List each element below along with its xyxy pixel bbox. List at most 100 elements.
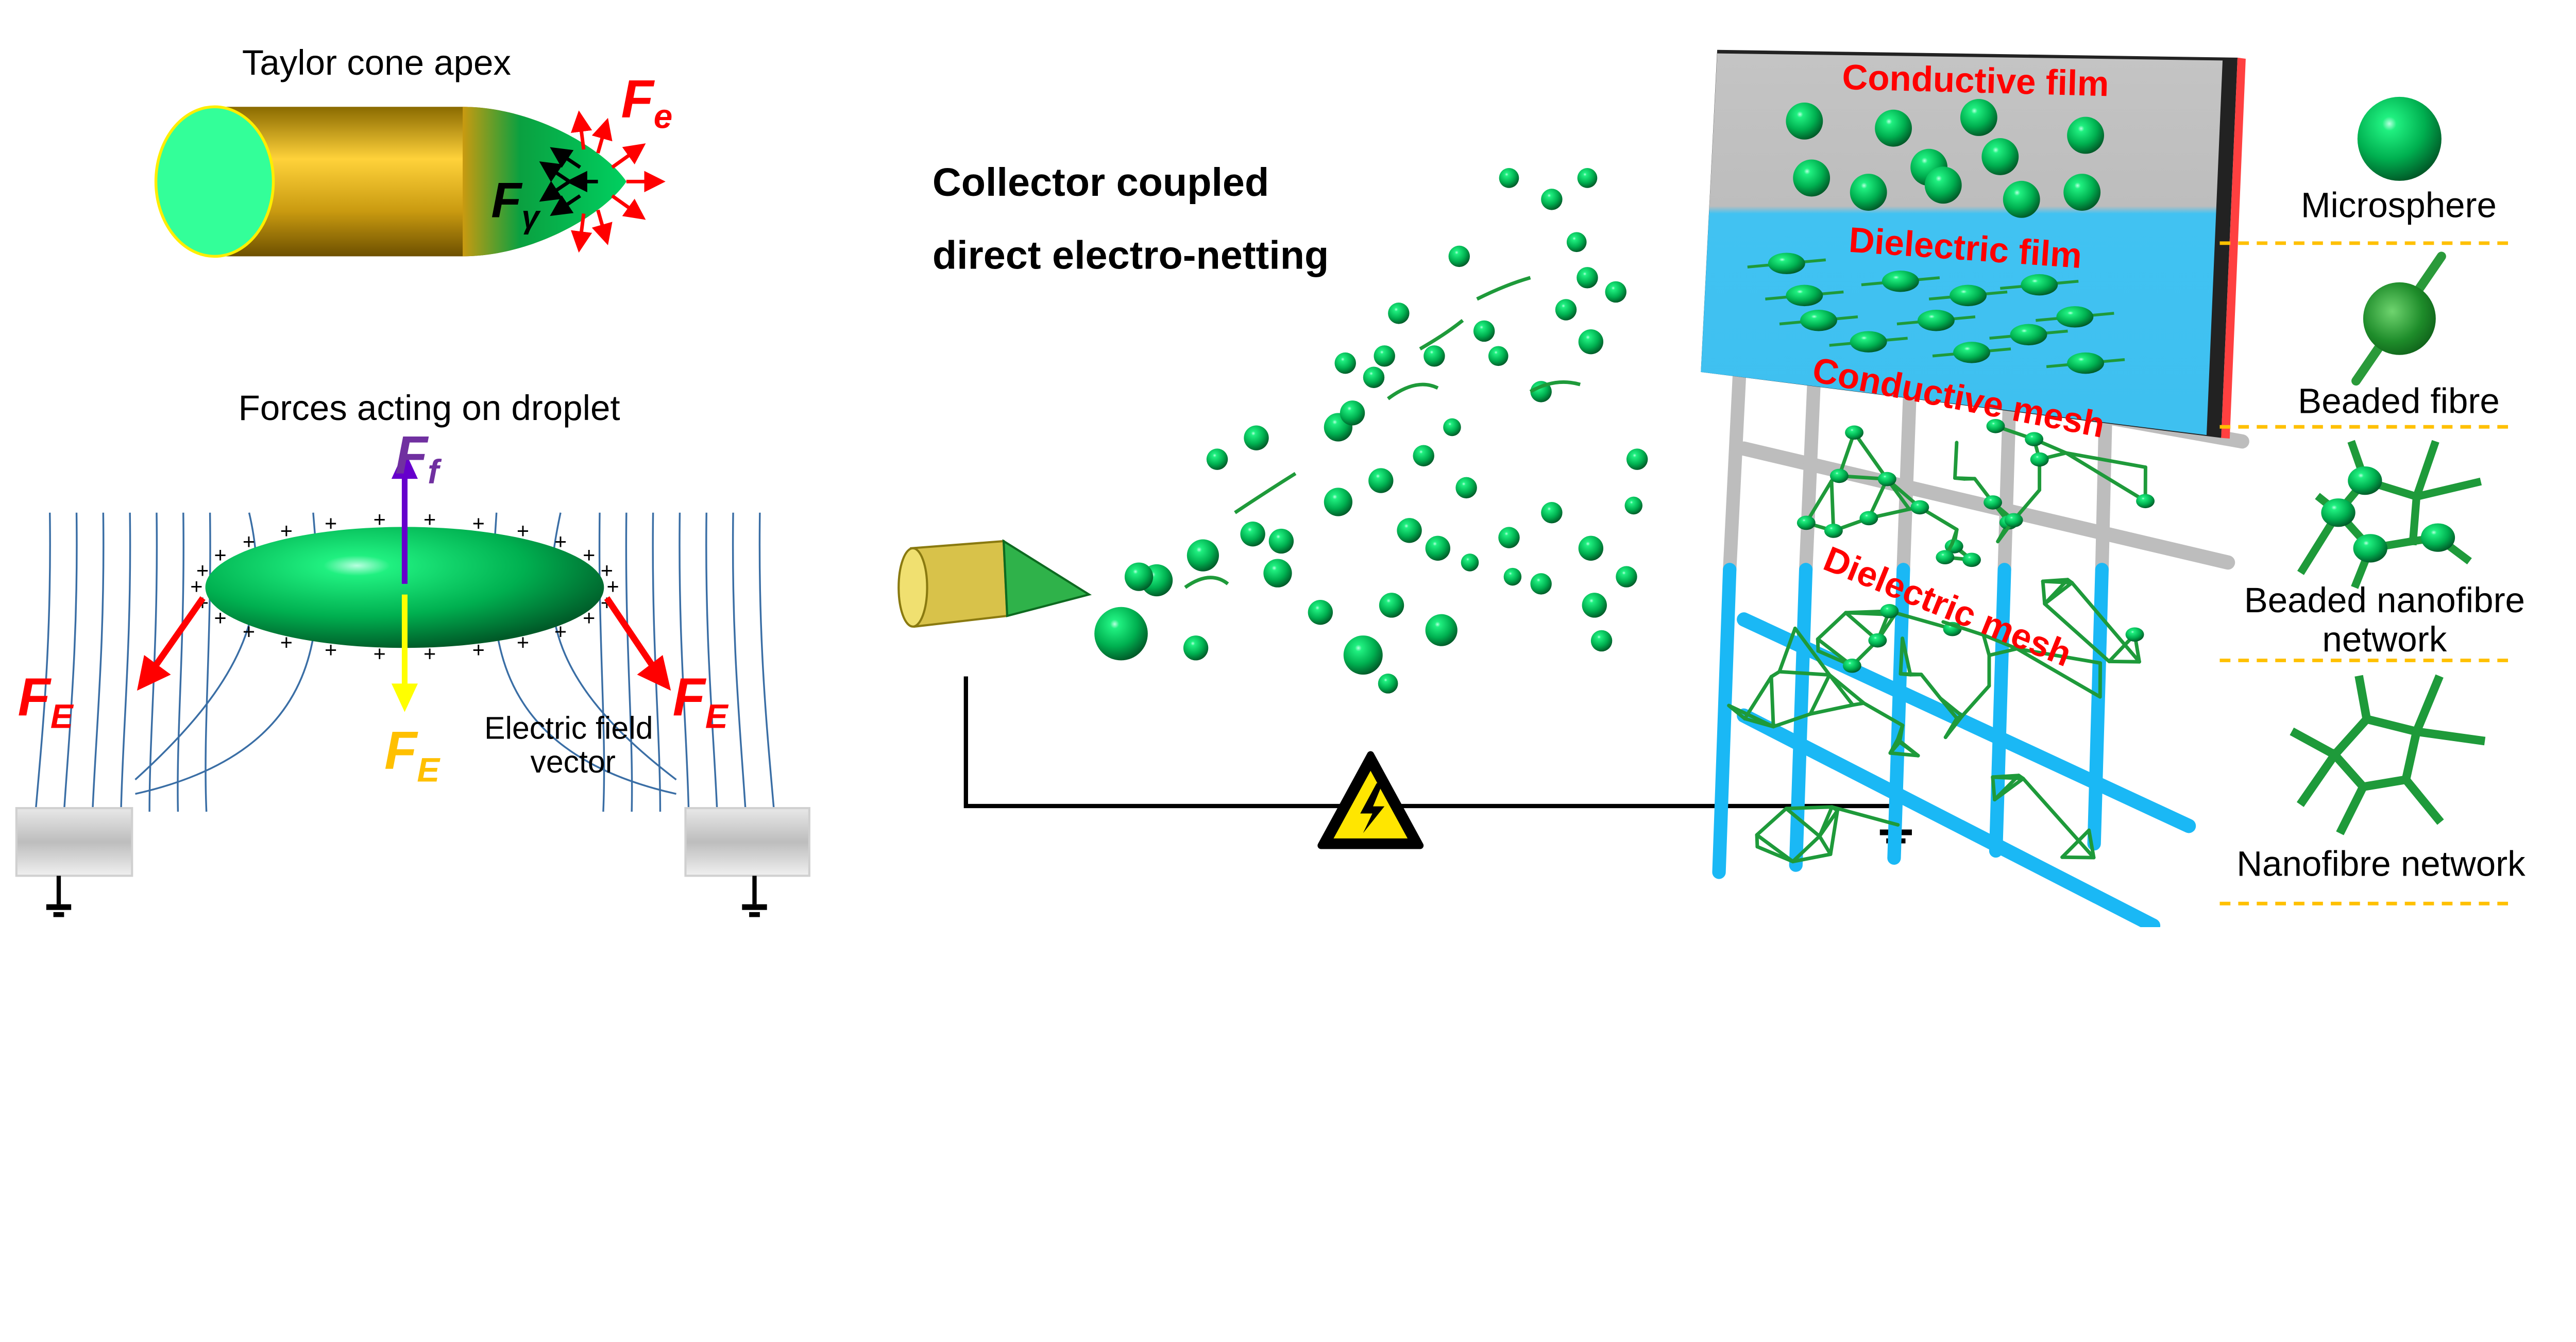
nanofibre bbox=[1829, 479, 1836, 533]
nanofibre bbox=[1887, 609, 1955, 631]
microsphere bbox=[1378, 673, 1398, 694]
microsphere bbox=[1499, 168, 1519, 188]
forces-title: Forces acting on droplet bbox=[239, 388, 620, 428]
microsphere bbox=[1461, 553, 1479, 572]
microsphere bbox=[1590, 630, 1613, 652]
microsphere bbox=[1555, 299, 1577, 321]
field-line bbox=[63, 512, 78, 812]
microsphere bbox=[1397, 518, 1422, 543]
nanofibre bbox=[1941, 620, 1986, 637]
fibre bbox=[1234, 472, 1297, 514]
microsphere bbox=[1541, 502, 1563, 524]
microsphere bbox=[2063, 174, 2101, 211]
nanofibre bbox=[2358, 775, 2411, 792]
nanofibre bbox=[1755, 807, 1788, 837]
microsphere bbox=[1413, 445, 1434, 466]
mesh-bar bbox=[1887, 563, 1910, 865]
microsphere bbox=[1334, 352, 1356, 374]
microsphere bbox=[1578, 535, 1604, 561]
microsphere bbox=[1448, 245, 1470, 267]
surface-tension-arrow bbox=[550, 194, 581, 216]
label-conductive-film: Conductive film bbox=[1842, 57, 2110, 104]
microsphere bbox=[1263, 559, 1292, 588]
microsphere bbox=[1566, 232, 1587, 253]
bead bbox=[2067, 352, 2104, 374]
bead bbox=[2056, 306, 2094, 328]
microsphere bbox=[1786, 102, 1823, 140]
fE-left-arrow bbox=[150, 596, 206, 672]
field-line bbox=[598, 512, 605, 812]
nanofibre bbox=[1960, 684, 1991, 718]
mesh-bar bbox=[1799, 349, 1822, 577]
nanofibre bbox=[1901, 636, 1912, 677]
microsphere bbox=[1363, 366, 1385, 388]
charge-plus: + bbox=[243, 619, 255, 643]
microsphere bbox=[1443, 418, 1461, 437]
microsphere bbox=[1206, 448, 1228, 470]
beaded-nanofibre-network-icon bbox=[2297, 440, 2482, 589]
fe-label: Fe bbox=[621, 69, 672, 136]
nanofibre bbox=[2290, 727, 2341, 761]
bead bbox=[1962, 552, 1981, 567]
nanofibre bbox=[2412, 477, 2482, 501]
needle-icon bbox=[897, 539, 1092, 628]
bead bbox=[1868, 633, 1887, 648]
microsphere bbox=[1503, 567, 1522, 586]
nanofibre bbox=[1755, 845, 1795, 864]
fE-left-label: FE bbox=[18, 667, 74, 735]
microsphere bbox=[1240, 522, 1265, 547]
charge-plus: + bbox=[190, 574, 202, 598]
microsphere bbox=[2067, 116, 2104, 154]
bead bbox=[2025, 432, 2044, 446]
bead bbox=[1986, 418, 2005, 433]
nanofibre bbox=[2060, 855, 2096, 860]
nanofibre bbox=[1791, 834, 1822, 864]
bead bbox=[2010, 324, 2047, 346]
bead bbox=[2136, 494, 2155, 509]
nanofibre bbox=[1777, 626, 1797, 674]
bead bbox=[1850, 331, 1887, 353]
fE-right-label: FE bbox=[673, 667, 729, 735]
legend-item-nanofibre-network: Nanofibre network bbox=[2236, 674, 2526, 883]
microsphere bbox=[1850, 174, 1887, 211]
field-vector-label: Electric field vector bbox=[484, 710, 662, 779]
nanofibre-network-icon bbox=[2290, 674, 2486, 835]
charge-plus: + bbox=[472, 638, 485, 662]
sprayed-particles bbox=[1094, 168, 1648, 694]
charge-plus: + bbox=[517, 630, 529, 654]
nanofibre bbox=[1828, 809, 1839, 857]
charge-plus: + bbox=[214, 606, 227, 630]
legend-item-beaded-fibre: Beaded fibre bbox=[2298, 251, 2500, 421]
microsphere bbox=[1624, 496, 1643, 515]
microsphere bbox=[1324, 488, 1353, 516]
microsphere bbox=[1793, 159, 1831, 197]
nanofibre bbox=[1791, 852, 1833, 864]
ground-icon bbox=[46, 904, 72, 910]
microsphere bbox=[1268, 528, 1294, 554]
charge-plus: + bbox=[423, 642, 436, 666]
field-line bbox=[91, 512, 105, 812]
microsphere bbox=[1616, 566, 1637, 588]
nanofibre bbox=[1755, 833, 1795, 864]
field-line bbox=[120, 512, 131, 812]
bead bbox=[1800, 309, 1837, 331]
charge-plus: + bbox=[554, 619, 567, 643]
nanofibre bbox=[1981, 633, 2019, 651]
fE-right-arrow bbox=[604, 596, 658, 672]
microsphere bbox=[1541, 189, 1563, 210]
charge-plus: + bbox=[325, 511, 337, 535]
microsphere bbox=[1530, 573, 1552, 595]
droplet bbox=[205, 527, 604, 648]
svg-text:Beaded fibre: Beaded fibre bbox=[2298, 380, 2500, 421]
microsphere bbox=[1368, 468, 1394, 493]
nanofibre bbox=[2043, 578, 2070, 606]
nanofibre bbox=[1777, 669, 1832, 677]
nanofibre bbox=[1808, 673, 1832, 716]
microsphere bbox=[1244, 425, 1269, 450]
nanofibre bbox=[2400, 726, 2422, 785]
microsphere bbox=[1498, 527, 1520, 548]
collector-meshes bbox=[1712, 345, 2249, 927]
bead bbox=[2420, 523, 2455, 552]
